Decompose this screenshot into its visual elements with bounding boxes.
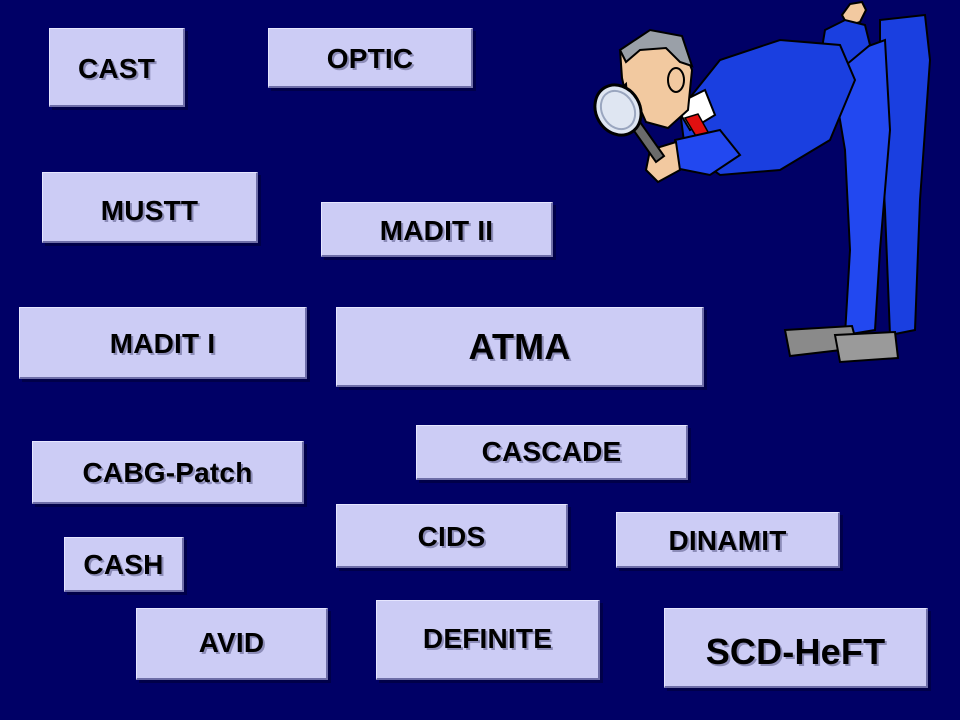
trial-label-definite: DEFINITE — [422, 623, 553, 654]
trial-label-optic: OPTIC — [326, 43, 414, 74]
trial-box-cash[interactable]: CASH — [64, 537, 184, 592]
trial-label-cast: CAST — [77, 53, 156, 84]
trial-box-scd-heft[interactable]: SCD-HeFT — [664, 608, 928, 688]
trial-box-cids[interactable]: CIDS — [336, 504, 568, 568]
trial-box-dinamit[interactable]: DINAMIT — [616, 512, 840, 568]
detective-with-magnifying-glass-icon — [593, 0, 932, 364]
trial-label-cids: CIDS — [417, 521, 486, 552]
trial-label-dinamit: DINAMIT — [668, 525, 787, 556]
trial-box-cast[interactable]: CAST — [49, 28, 185, 107]
trial-label-mustt: MUSTT — [100, 195, 199, 226]
trial-label-madit-ii: MADIT II — [379, 215, 494, 246]
trial-box-madit-ii[interactable]: MADIT II — [321, 202, 553, 257]
trial-box-avid[interactable]: AVID — [136, 608, 328, 680]
trial-box-definite[interactable]: DEFINITE — [376, 600, 600, 680]
trial-label-cascade: CASCADE — [481, 436, 622, 467]
trial-box-cabg-patch[interactable]: CABG-Patch — [32, 441, 304, 504]
trial-label-cabg-patch: CABG-Patch — [82, 457, 253, 488]
trial-box-cascade[interactable]: CASCADE — [416, 425, 688, 480]
trial-label-atma: ATMA — [468, 326, 571, 367]
trial-label-madit-i: MADIT I — [109, 328, 216, 359]
trial-box-madit-i[interactable]: MADIT I — [19, 307, 307, 379]
trial-box-optic[interactable]: OPTIC — [268, 28, 473, 88]
trial-label-scd-heft: SCD-HeFT — [705, 631, 886, 672]
trial-box-atma[interactable]: ATMA — [336, 307, 704, 387]
trial-label-cash: CASH — [83, 549, 164, 580]
trial-box-mustt[interactable]: MUSTT — [42, 172, 258, 243]
trial-label-avid: AVID — [198, 627, 265, 658]
